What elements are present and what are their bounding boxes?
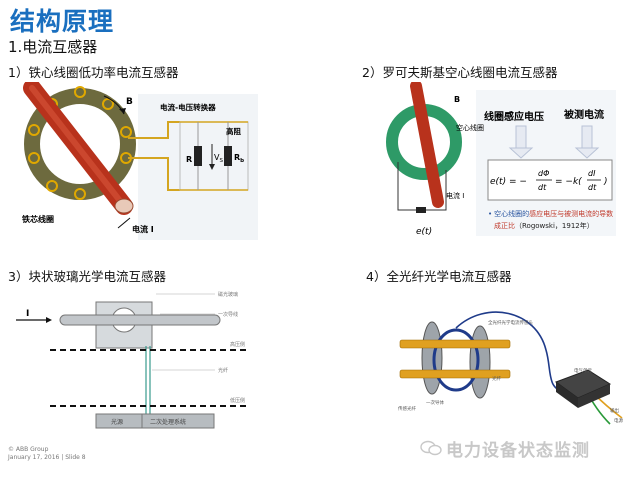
primary-conductor — [410, 82, 444, 208]
converter-label: 电流-电压转换器 — [160, 102, 216, 112]
diagram-bulk-glass-oct: I 磁光玻璃 一次导线 高压侧 光纤 低压侧 光源 二次处理系统 — [10, 284, 295, 440]
page-subtitle: 1.电流互感器 — [8, 38, 98, 56]
core-coil-label: 铁芯线圈 — [22, 214, 54, 224]
section-heading-1: 1）铁心线圈低功率电流互感器 — [8, 65, 179, 80]
lv-side-label: 低压侧 — [230, 397, 245, 404]
glass-label: 磁光玻璃 — [218, 291, 238, 298]
b-label: B — [126, 97, 133, 107]
measured-current-label: 被测电流 — [564, 108, 604, 121]
svg-text:dt: dt — [538, 183, 547, 192]
rb-label: Rb — [234, 153, 244, 164]
footer-line-2: January 17, 2016 | Slide 8 — [8, 454, 86, 461]
section-heading-3: 3）块状玻璃光学电流互感器 — [8, 269, 166, 284]
et-label: e(t) — [416, 227, 432, 237]
electronics-label: 电气单元 — [574, 367, 592, 374]
section-heading-2: 2）罗可夫斯基空心线圈电流互感器 — [362, 65, 558, 80]
vs-label: VS — [214, 153, 223, 164]
svg-text:= −k(: = −k( — [555, 177, 582, 187]
resistor-rb — [224, 146, 232, 166]
fiber-label: 光纤 — [218, 367, 228, 374]
air-coil-label: 空心线圈 — [456, 123, 484, 132]
watermark: 电力设备状态监测 — [446, 441, 590, 461]
section-heading-4: 4）全光纤光学电流互感器 — [366, 269, 512, 284]
resistor-r — [194, 146, 202, 166]
diagram-all-fiber-oct: 全光纤光学电流传感头 电气单元 传感光纤 一次导体 光纤 输出 电源 — [396, 300, 632, 436]
footer-copyright: © ABB Group January 17, 2016 | Slide 8 — [8, 446, 86, 462]
fiber-label: 光纤 — [492, 375, 501, 382]
current-label: 电流 I — [132, 224, 154, 234]
hv-side-label: 高压侧 — [230, 341, 245, 348]
processor-label: 二次处理系统 — [150, 418, 186, 426]
conductor-label: 一次导线 — [218, 311, 238, 318]
diagram-rogowski-ct: B 空心线圈 电流 I e(t) 线圈感应电压 被测电流 e(t) = − dΦ… — [376, 82, 616, 240]
wechat-icon — [420, 440, 442, 456]
primary-conductor-label: 一次导体 — [426, 399, 444, 406]
core-windings — [28, 86, 132, 200]
b-label: B — [454, 95, 460, 104]
diagram-iron-core-ct: B 电流-电压转换器 高阻 R VS Rb 铁芯线圈 电流 I — [18, 82, 258, 240]
rogowski-note-1: •空心线圈的感应电压与被测电流的导数 — [488, 209, 613, 218]
i-label: I — [26, 309, 29, 319]
primary-conductor — [59, 314, 221, 326]
page-title: 结构原理 — [10, 7, 115, 36]
sensor-head-label: 全光纤光学电流传感头 — [488, 319, 533, 326]
induced-voltage-label: 线圈感应电压 — [484, 110, 544, 123]
processor-box — [141, 413, 215, 429]
output-label: 输出 — [610, 407, 619, 414]
footer-line-1: © ABB Group — [8, 446, 49, 453]
rogowski-note-2: 成正比（Rogowski，1912年） — [494, 221, 594, 230]
sensing-fiber-coil — [432, 328, 480, 392]
high-res-label: 高阻 — [226, 126, 241, 136]
svg-text:): ) — [603, 177, 608, 187]
svg-text:dt: dt — [588, 183, 597, 192]
primary-bus-bars — [399, 339, 511, 379]
svg-text:dΦ: dΦ — [538, 169, 549, 178]
svg-text:dI: dI — [588, 169, 596, 178]
current-label: 电流 I — [446, 191, 464, 200]
formula-lhs: e(t) = − — [490, 177, 527, 187]
power-label: 电源 — [614, 417, 623, 424]
light-source-label: 光源 — [111, 418, 123, 426]
r-label: R — [186, 155, 192, 164]
sensing-fiber-label: 传感光纤 — [398, 405, 416, 412]
